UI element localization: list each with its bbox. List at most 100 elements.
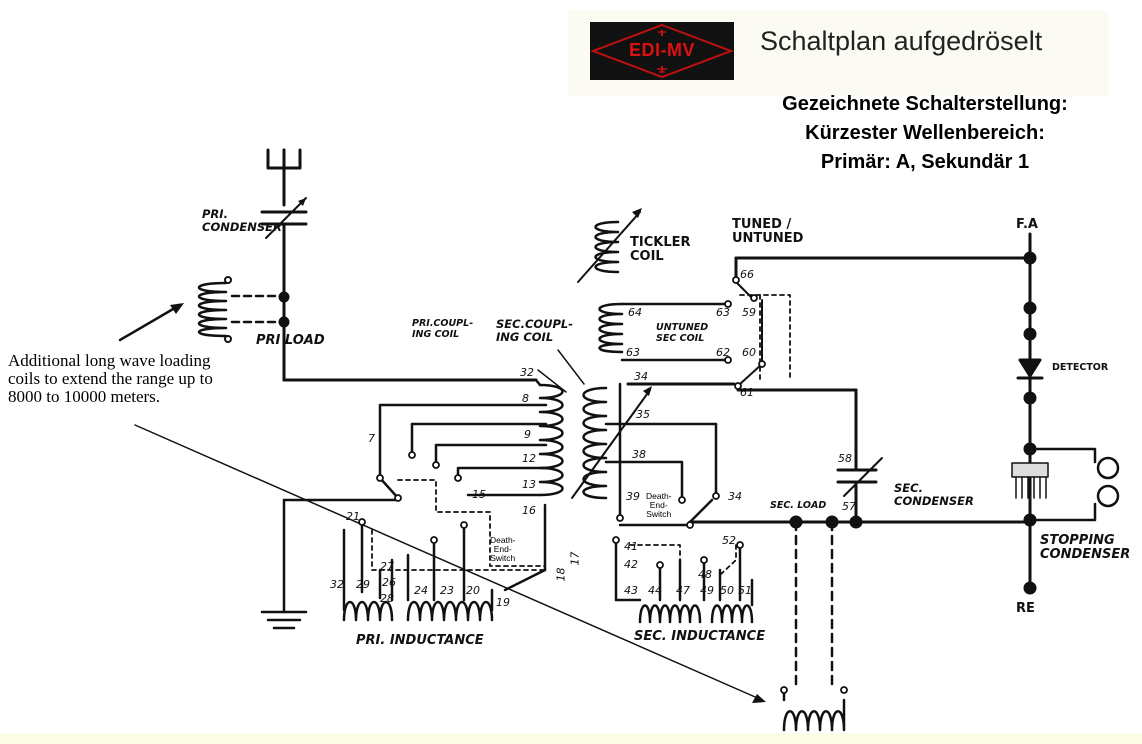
sec-coupling-line-1: SEC.COUPL-	[496, 317, 574, 331]
sec-condenser-line-1: SEC.	[894, 481, 923, 495]
pri-inductance-label: PRI. INDUCTANCE	[356, 633, 484, 648]
tuned-line-1: TUNED /	[732, 217, 792, 232]
terminal-number: 32	[520, 366, 534, 379]
des2-line-2: End-	[649, 500, 668, 510]
terminal-number: 64	[628, 306, 642, 319]
terminal-number: 27	[380, 560, 394, 573]
terminal-number: 62	[716, 346, 730, 359]
pri-coupling-line-2: ING COIL	[412, 329, 460, 340]
terminal-number: 39	[626, 490, 640, 503]
terminal-number: 59	[742, 306, 756, 319]
tickler-coil-label: TICKLER COIL	[630, 236, 691, 264]
terminal-number: 12	[522, 452, 536, 465]
death-end-switch-label-2: Death- End- Switch	[646, 492, 672, 519]
sec-coupling-line-2: ING COIL	[496, 330, 554, 344]
terminal-number: 7	[368, 432, 375, 445]
sec-coupling-label: SEC.COUPL- ING COIL	[496, 318, 573, 344]
pri-coupling-line-1: PRI.COUPL-	[412, 318, 474, 329]
detector-label: DETECTOR	[1052, 362, 1109, 373]
sec-condenser-symbol	[836, 457, 883, 524]
terminal-number: 47	[676, 584, 690, 597]
terminal-number: 32	[330, 578, 344, 591]
des1-line-3: Switch	[490, 553, 516, 563]
pri-load-label: PRI LOAD	[256, 333, 325, 348]
page-title: Schaltplan aufgedröselt	[760, 26, 1043, 56]
terminal-number: 66	[740, 268, 754, 281]
tickler-line-2: COIL	[630, 249, 664, 264]
loading-coil-symbol	[198, 276, 286, 343]
terminal-number: 42	[624, 558, 638, 571]
stopping-condenser-label: STOPPING CONDENSER	[1040, 534, 1130, 562]
terminal-number: 34	[634, 370, 648, 383]
terminal-number: 17	[568, 551, 582, 566]
fa-label: F.A	[1016, 217, 1038, 232]
terminal-number: 24	[414, 584, 428, 597]
bottom-loading-coils	[782, 690, 846, 732]
terminal-number: 50	[720, 584, 734, 597]
terminal-number: 58	[838, 452, 852, 465]
stopping-line-2: CONDENSER	[1040, 547, 1131, 562]
tickler-line-1: TICKLER	[630, 235, 691, 250]
state-line-1: Gezeichnete Schalterstellung:	[782, 93, 1068, 115]
long-wave-note: Additional long wave loading coils to ex…	[8, 351, 213, 406]
stopping-condenser-symbol	[1011, 462, 1049, 499]
terminal-number: 28	[380, 592, 394, 605]
pri-coupling-label: PRI.COUPL- ING COIL	[412, 318, 473, 340]
terminal-number: 41	[624, 540, 638, 553]
death-end-switch-label-1: Death- End- Switch	[490, 536, 516, 563]
terminal-number: 52	[722, 534, 736, 547]
terminal-number: 29	[356, 578, 370, 591]
edi-mv-logo: EDI-MV	[590, 22, 734, 80]
untuned-sec-coil	[598, 302, 730, 362]
tuned-untuned-label: TUNED / UNTUNED	[732, 218, 803, 246]
terminal-number: 23	[440, 584, 454, 597]
detector-symbol	[1016, 358, 1044, 380]
terminal-number: 38	[632, 448, 646, 461]
sec-coupling-coil	[571, 386, 652, 500]
terminal-number: 61	[740, 386, 754, 399]
untuned-sec-coil-label: UNTUNED SEC COIL	[656, 322, 708, 344]
pri-condenser-label: PRI. CONDENSER	[202, 208, 282, 234]
tickler-coil	[577, 208, 642, 283]
tuned-line-2: UNTUNED	[732, 231, 804, 246]
sec-condenser-label: SEC. CONDENSER	[894, 482, 974, 508]
pri-condenser-line-1: PRI.	[202, 207, 228, 221]
untuned-sec-line-2: SEC COIL	[656, 333, 705, 344]
pri-coupling-coil	[534, 378, 564, 497]
logo-text: EDI-MV	[629, 40, 695, 60]
terminal-number: 48	[698, 568, 712, 581]
terminal-number: 49	[700, 584, 714, 597]
sec-condenser-line-2: CONDENSER	[894, 494, 974, 508]
terminal-number: 13	[522, 478, 536, 491]
state-line-3: Primär: A, Sekundär 1	[820, 151, 1030, 173]
terminal-number: 51	[738, 584, 752, 597]
pri-condenser-line-2: CONDENSER	[202, 220, 282, 234]
terminal-number: 20	[466, 584, 480, 597]
terminal-number: 34	[728, 490, 742, 503]
state-line-2: Kürzester Wellenbereich:	[805, 122, 1045, 144]
phones-symbol	[1028, 447, 1120, 522]
terminal-number: 19	[496, 596, 510, 609]
terminal-number: 15	[472, 488, 486, 501]
stopping-line-1: STOPPING	[1040, 533, 1115, 548]
terminal-number: 44	[648, 584, 662, 597]
re-label: RE	[1016, 601, 1035, 616]
terminal-number: 43	[624, 584, 638, 597]
terminal-number: 63	[716, 306, 730, 319]
sec-inductance-label: SEC. INDUCTANCE	[634, 629, 766, 644]
switch-state-caption: Gezeichnete Schalterstellung: Kürzester …	[720, 90, 1130, 177]
sec-load-label: SEC. LOAD	[770, 500, 827, 511]
pri-inductance-coils	[342, 520, 494, 622]
terminal-number: 35	[636, 408, 650, 421]
bottom-band	[0, 733, 1142, 744]
terminal-number: 26	[382, 576, 396, 589]
antenna-symbol	[266, 148, 302, 207]
terminal-number: 18	[554, 567, 568, 582]
des1-line-1: Death-	[490, 535, 516, 545]
des1-line-2: End-	[493, 544, 512, 554]
terminal-number: 21	[346, 510, 360, 523]
terminal-number: 60	[742, 346, 756, 359]
terminal-number: 8	[522, 392, 529, 405]
des2-line-3: Switch	[646, 509, 672, 519]
